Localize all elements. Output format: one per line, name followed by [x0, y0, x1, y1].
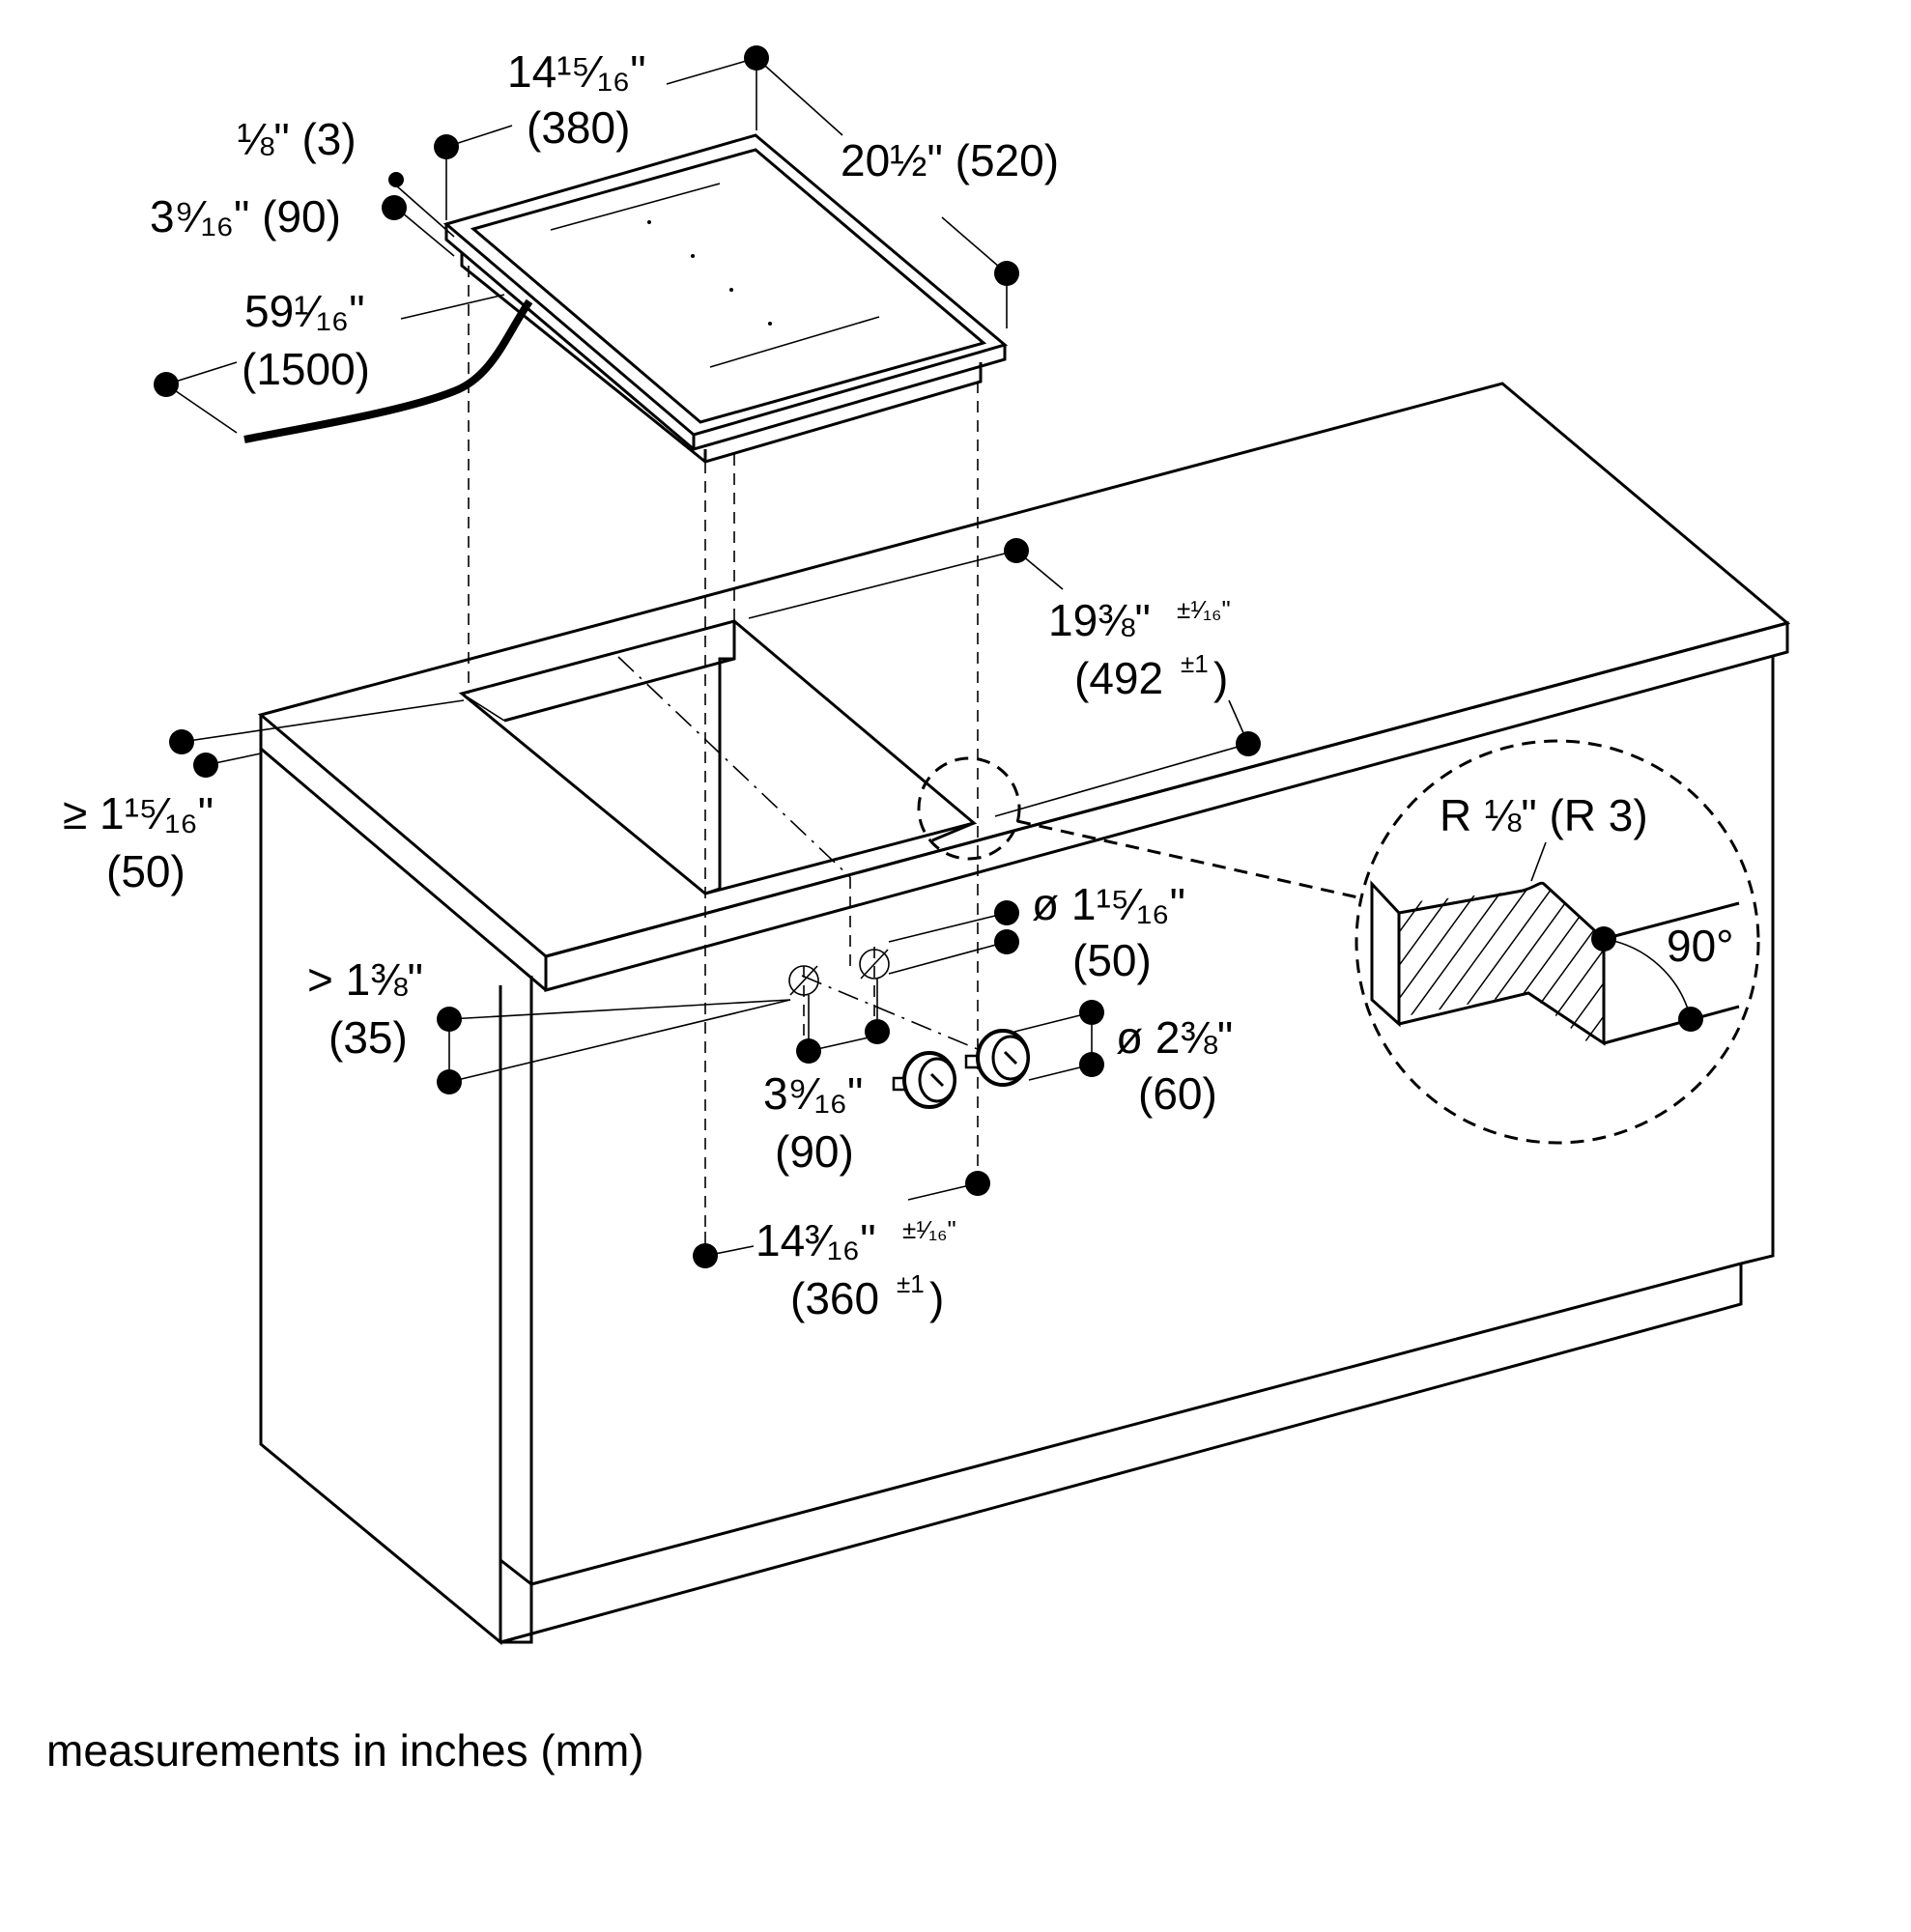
- control-knob-right: [964, 1029, 1030, 1087]
- panel-offset-inch: > 1⅜": [307, 954, 423, 1005]
- cabinet-body: [259, 657, 1775, 1646]
- cooktop-width-inch: 14¹⁵⁄₁₆": [507, 46, 646, 97]
- cord-length-mm: (1500): [242, 344, 370, 394]
- knob-diameter-mm: (60): [1138, 1068, 1217, 1119]
- front-edge-mm: (50): [106, 846, 185, 896]
- knob-hole-diameter-mm: (50): [1072, 935, 1152, 985]
- cord-length-inch: 59¹⁄₁₆": [244, 286, 365, 336]
- cutout-width-tol: ±¹⁄₁₆": [902, 1215, 956, 1244]
- knob-diameter-inch: ø 2⅜": [1116, 1012, 1233, 1063]
- knob-holes: [788, 949, 890, 996]
- cutout-depth-mm-close: ): [1213, 653, 1228, 703]
- front-edge-inch: ≥ 1¹⁵⁄₁₆": [63, 788, 214, 838]
- measurement-note: measurements in inches (mm): [46, 1725, 644, 1776]
- dimension-labels: 14¹⁵⁄₁₆" (380) 20½" (520) ⅛" (3) 3⁹⁄₁₆" …: [63, 46, 1734, 1323]
- cooktop-depth-label: 20½" (520): [841, 135, 1059, 185]
- panel-offset-mm: (35): [328, 1012, 408, 1063]
- cutout-width-mm-tol: ±1: [897, 1269, 925, 1298]
- cutout-depth-tol: ±¹⁄₁₆": [1177, 595, 1231, 624]
- countertop-cutout: [458, 619, 978, 895]
- cutout-depth-inch: 19⅜": [1048, 595, 1151, 645]
- cooktop-height-label: 3⁹⁄₁₆" (90): [150, 191, 341, 242]
- knob-spacing-mm: (90): [775, 1126, 854, 1177]
- frame-thickness-label: ⅛" (3): [237, 114, 357, 164]
- control-knob-left: [892, 1051, 956, 1109]
- cutout-width-mm: (360: [790, 1273, 879, 1323]
- knob-spacing-inch: 3⁹⁄₁₆": [763, 1068, 863, 1119]
- cutout-width-inch: 14³⁄₁₆": [756, 1215, 876, 1265]
- edge-radius-label: R ⅛" (R 3): [1440, 790, 1648, 840]
- cutout-depth-mm: (492: [1074, 653, 1163, 703]
- knob-hole-diameter-inch: ø 1¹⁵⁄₁₆": [1032, 879, 1185, 929]
- cutout-width-mm-close: ): [929, 1273, 944, 1323]
- angle-label: 90°: [1667, 921, 1734, 971]
- cutout-depth-mm-tol: ±1: [1181, 649, 1209, 678]
- cooktop-width-mm: (380): [527, 102, 630, 153]
- dimension-leaders: [154, 45, 1261, 1268]
